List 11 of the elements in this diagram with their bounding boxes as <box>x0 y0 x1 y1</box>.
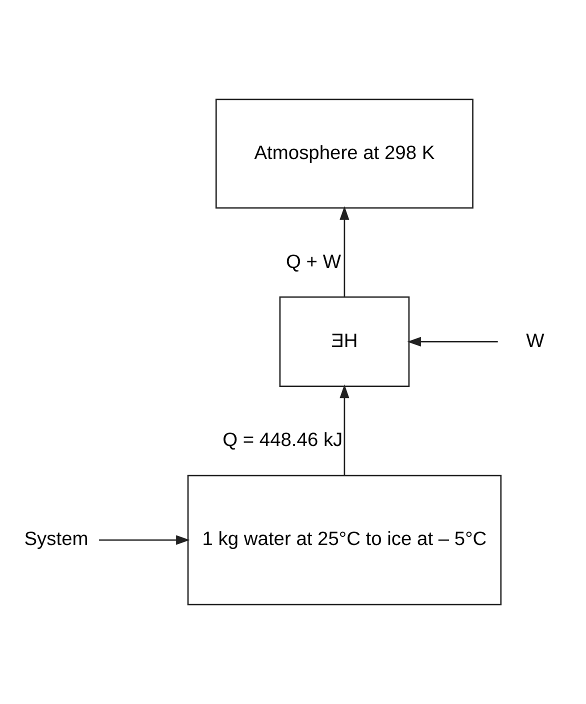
node-box: ƎH <box>279 296 410 387</box>
arrow <box>407 336 498 347</box>
edge-label: Q = 448.46 kJ <box>222 430 343 451</box>
arrow <box>99 535 190 545</box>
node-box: Atmosphere at 298 K <box>215 98 474 209</box>
node-text: System <box>24 529 88 550</box>
arrow <box>340 384 350 476</box>
arrow <box>340 206 350 297</box>
edge-label: Q + W <box>286 252 341 274</box>
node-box: 1 kg water at 25°C to ice at – 5°C <box>187 474 502 606</box>
node-text: W <box>526 330 544 352</box>
